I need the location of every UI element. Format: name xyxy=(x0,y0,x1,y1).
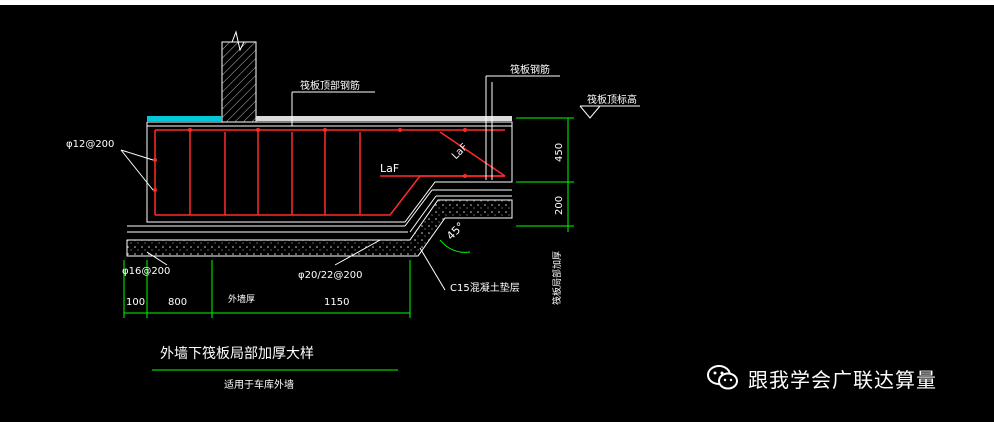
raft-outline xyxy=(146,121,513,223)
dim-bottom-800: 800 xyxy=(168,297,187,308)
dimension-lines xyxy=(123,117,574,318)
cushion-layer xyxy=(126,189,513,257)
bottom-main-bar-label: φ20/22@200 xyxy=(298,270,363,281)
raft-rebar-lines xyxy=(485,75,560,180)
rebar-dots xyxy=(153,128,467,192)
dim-bottom-1150: 1150 xyxy=(324,297,349,308)
exterior-wall xyxy=(221,30,257,123)
rebar-group xyxy=(154,129,506,216)
watermark: 跟我学会广联达算量 xyxy=(706,362,937,394)
laf-horizontal-label: LaF xyxy=(380,162,399,175)
leader-lines xyxy=(120,91,640,291)
dim-right-450: 450 xyxy=(554,143,565,162)
raft-rebar-label: 筏板钢筋 xyxy=(510,63,550,76)
wechat-icon xyxy=(707,365,738,390)
raft-top-elev-label: 筏板顶标高 xyxy=(587,93,637,106)
dim-bottom-100: 100 xyxy=(126,297,145,308)
left-bar-label: φ12@200 xyxy=(66,139,114,150)
c15-cushion-label: C15混凝土垫层 xyxy=(450,281,520,294)
dim-right-200: 200 xyxy=(554,196,565,215)
watermark-text: 跟我学会广联达算量 xyxy=(748,367,937,392)
drawing-subtitle: 适用于车库外墙 xyxy=(224,378,294,391)
elev-side-label: 筏板局部加厚 xyxy=(551,251,563,305)
top-rebar-label: 筏板顶部钢筋 xyxy=(300,79,360,92)
drawing-title: 外墙下筏板局部加厚大样 xyxy=(160,345,314,362)
wall-dim-label: 外墙厚 xyxy=(228,293,255,305)
annotation-texts: 筏板顶部钢筋 筏板钢筋 筏板顶标高 φ12@200 φ16@200 φ20/22… xyxy=(66,63,637,391)
waterproof-layer xyxy=(147,116,512,121)
bottom-left-bar-label: φ16@200 xyxy=(122,266,170,277)
